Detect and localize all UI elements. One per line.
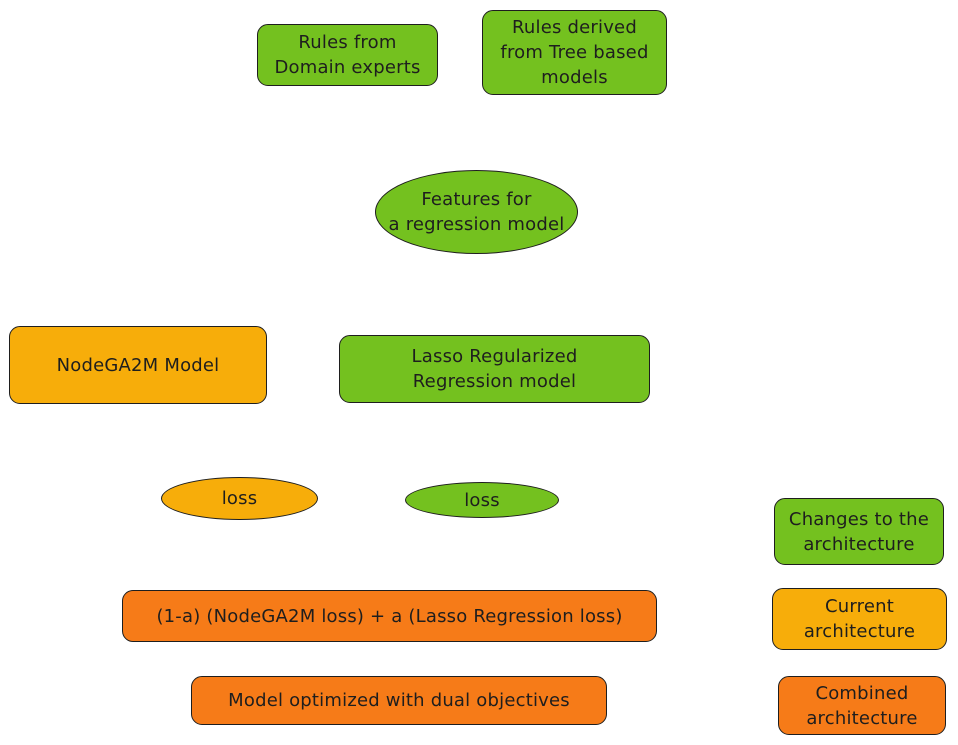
rules-from-tree-models-box: Rules derived from Tree based models — [482, 10, 667, 95]
legend-changes-label: Changes to the architecture — [788, 508, 930, 555]
dual-objectives-box: Model optimized with dual objectives — [191, 676, 607, 725]
combined-loss-label: (1-a) (NodeGA2M loss) + a (Lasso Regress… — [156, 605, 623, 627]
legend-combined-box: Combined architecture — [778, 676, 946, 735]
lasso-loss-label: loss — [464, 489, 500, 511]
features-label: Features for a regression model — [388, 189, 565, 235]
legend-changes-box: Changes to the architecture — [774, 498, 944, 565]
combined-loss-box: (1-a) (NodeGA2M loss) + a (Lasso Regress… — [122, 590, 657, 642]
lasso-model-box: Lasso Regularized Regression model — [339, 335, 650, 403]
features-ellipse: Features for a regression model — [375, 170, 578, 254]
dual-objectives-label: Model optimized with dual objectives — [228, 690, 570, 711]
lasso-loss-ellipse: loss — [405, 482, 559, 518]
nodega2m-model-box: NodeGA2M Model — [9, 326, 267, 404]
legend-current-label: Current architecture — [803, 596, 916, 642]
lasso-model-label: Lasso Regularized Regression model — [411, 346, 578, 392]
rules-from-tree-models-label: Rules derived from Tree based models — [500, 17, 649, 88]
nodega2m-loss-label: loss — [221, 488, 258, 509]
rules-from-domain-experts-box: Rules from Domain experts — [257, 24, 438, 86]
nodega2m-model-label: NodeGA2M Model — [56, 354, 220, 376]
legend-combined-label: Combined architecture — [806, 682, 918, 729]
rules-from-domain-experts-label: Rules from Domain experts — [274, 32, 421, 78]
legend-current-box: Current architecture — [772, 588, 947, 650]
nodega2m-loss-ellipse: loss — [161, 477, 318, 520]
